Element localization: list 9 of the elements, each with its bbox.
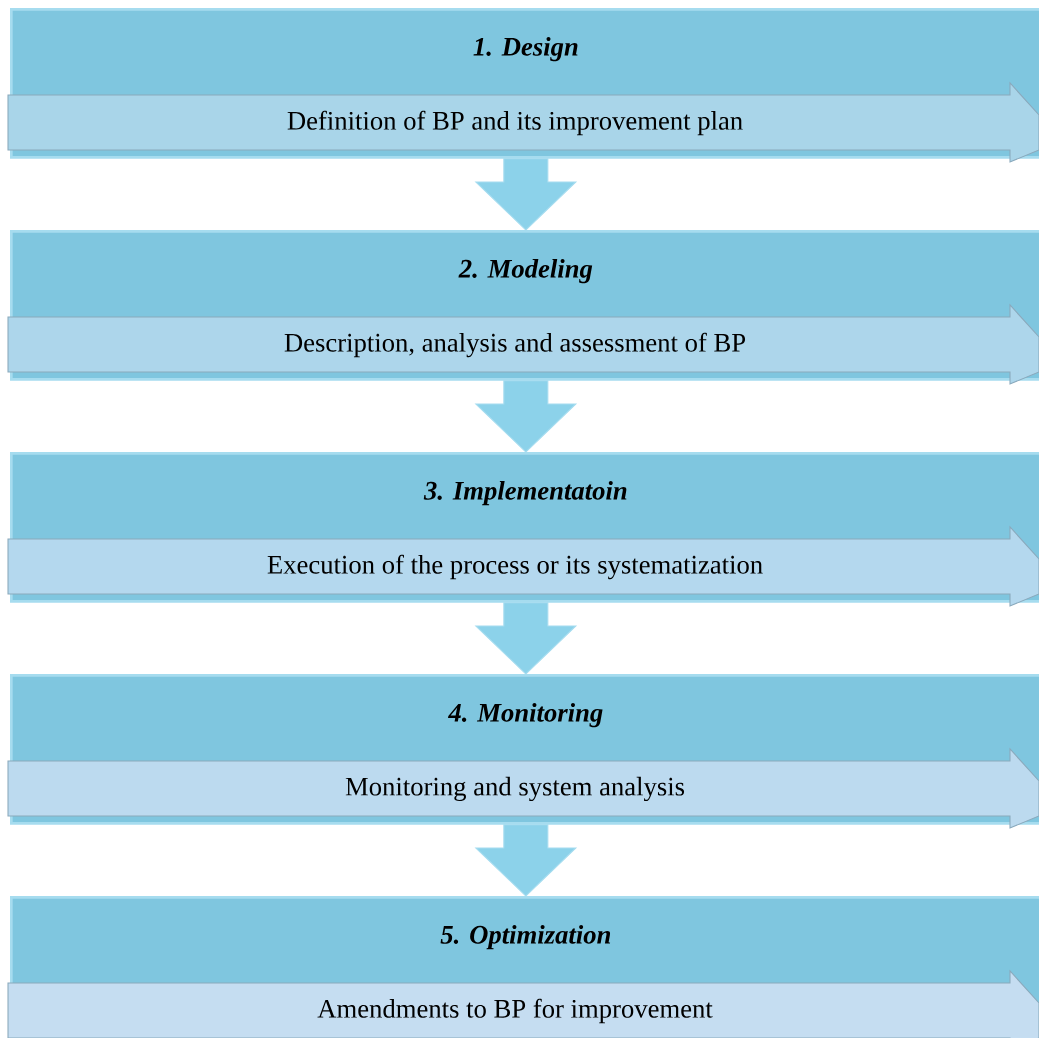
arrow-band: Execution of the process or its systematization — [7, 525, 1039, 607]
arrow-band: Definition of BP and its improvement plan — [7, 81, 1039, 163]
arrow-band: Monitoring and system analysis — [7, 747, 1039, 829]
arrow-band: Amendments to BP for improvement — [7, 969, 1039, 1038]
down-arrow — [474, 380, 578, 453]
arrow-band: Description, analysis and assessment of BP — [7, 303, 1039, 385]
down-arrow — [474, 824, 578, 897]
down-arrow — [474, 158, 578, 231]
down-arrow — [474, 602, 578, 675]
